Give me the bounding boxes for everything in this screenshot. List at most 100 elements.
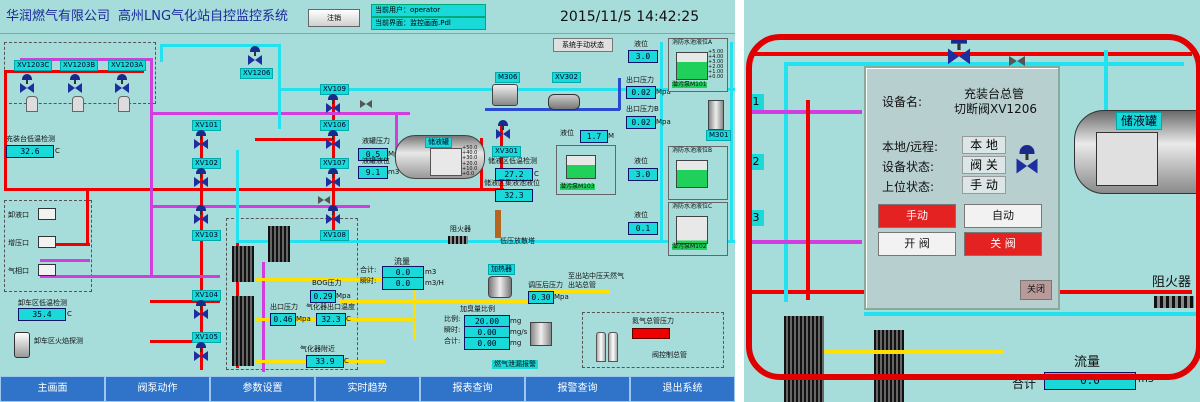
- pool-b-out-label: 出口压力B: [626, 105, 659, 113]
- valve-tag-xv1203c: XV1203C: [14, 60, 53, 71]
- truck-icon-1: [38, 208, 56, 220]
- pool-scale-0: +5.00: [708, 49, 724, 55]
- dialog-close-button[interactable]: 关闭: [1020, 280, 1052, 300]
- current-user-value: operator: [410, 6, 441, 14]
- nav-valve-pump[interactable]: 阀泵动作: [105, 376, 210, 402]
- local-remote-label: 本地/远程:: [882, 140, 939, 154]
- valve-xv103-top[interactable]: [194, 205, 208, 225]
- pump-103-label: 潜污泵M103: [560, 183, 595, 190]
- nitrogen-value-bar: [632, 328, 670, 339]
- flame-arrester-label: 阻火器: [450, 225, 471, 233]
- manual-button[interactable]: 手动: [878, 204, 956, 228]
- system-manual-state-button[interactable]: 系统手动状态: [553, 38, 613, 52]
- flow-instant-label: 瞬时:: [360, 277, 377, 285]
- entry-unload: 卸液口: [8, 211, 29, 219]
- valve-tag-xv108: XV108: [320, 230, 349, 241]
- liquid-level-1-unit: M: [608, 132, 615, 140]
- vent-stack-icon: [495, 210, 501, 238]
- valve-tag-m306: M306: [495, 72, 521, 83]
- nav-trend[interactable]: 实时趋势: [315, 376, 420, 402]
- valve-xv108-top[interactable]: [326, 205, 340, 225]
- tank-scale-2: +30.0: [462, 155, 478, 162]
- zoom-exchanger-1: [784, 316, 824, 402]
- nav-alarm[interactable]: 报警查询: [525, 376, 630, 402]
- valve-xv1203a[interactable]: [115, 74, 129, 94]
- open-valve-button[interactable]: 开 阀: [878, 232, 956, 256]
- low-vent-label: 低压放散塔: [500, 237, 535, 245]
- nav-params[interactable]: 参数设置: [210, 376, 315, 402]
- pool-a-out-label: 出口压力: [626, 76, 654, 84]
- valve-xv102[interactable]: [194, 168, 208, 188]
- nav-exit[interactable]: 退出系统: [630, 376, 735, 402]
- manual-button-label: 手动: [906, 209, 928, 222]
- flow-title: 流量: [394, 257, 410, 266]
- open-valve-button-label: 开 阀: [904, 237, 930, 250]
- valve-xv109[interactable]: [326, 94, 340, 114]
- zoom-left-number-3-text: 3: [752, 211, 760, 224]
- tank-pressure-label: 液罐压力: [362, 137, 390, 145]
- valve-xv105[interactable]: [194, 342, 208, 362]
- valve-xv104[interactable]: [194, 300, 208, 320]
- tank-scale: +50.0 +40.0 +30.0 +20.0 +10.0 +0.0: [462, 145, 478, 177]
- hand-valve-1[interactable]: [360, 100, 372, 108]
- pump-m301[interactable]: [708, 100, 724, 130]
- pool-b-level-label: 液位: [634, 157, 648, 165]
- tank-level-value: 9.1: [358, 166, 388, 179]
- pool-b-out-value: 0.02: [626, 116, 656, 129]
- valve-control-dialog: 设备名: 充装台总管 切断阀XV1206 本地/远程: 本 地 设备状态: 阀 …: [864, 66, 1060, 310]
- zoom-pipe-red-top: [752, 52, 1192, 56]
- valve-xv101[interactable]: [194, 130, 208, 150]
- flame-detector-label: 卸车区火焰探测: [34, 337, 83, 345]
- current-user-box: 当前用户：operator: [371, 4, 486, 17]
- pump-m306[interactable]: [492, 84, 518, 106]
- auto-button-label: 自动: [992, 209, 1014, 222]
- current-screen-box: 当前界面：监控画面.Pdl: [371, 17, 486, 30]
- fire-pool-c-title: 消防水池液位C: [672, 203, 713, 210]
- entry-gas: 气相口: [8, 267, 29, 275]
- zoom-flow-title: 流量: [1074, 355, 1101, 370]
- odorant-ratio-label: 比例:: [444, 315, 461, 323]
- valve-xv107[interactable]: [326, 168, 340, 188]
- device-state-value-box: 阀 关: [962, 156, 1006, 174]
- valve-tag-xv1203b: XV1203B: [60, 60, 99, 71]
- vaporizer-2: [268, 226, 290, 262]
- pipe-yellow-3: [413, 278, 416, 340]
- valve-tag-xv104: XV104: [192, 290, 221, 301]
- zoom-hand-valve: [1009, 56, 1025, 66]
- valve-tag-xv1206: XV1206: [240, 68, 274, 79]
- valve-xv301[interactable]: [496, 120, 510, 140]
- pipe-yellow-1: [255, 278, 415, 281]
- valve-tag-xv102: XV102: [192, 158, 221, 169]
- gas-temp-value: 33.9: [306, 355, 344, 368]
- nav-report[interactable]: 报表查询: [420, 376, 525, 402]
- dialog-valve-icon: [1016, 145, 1038, 175]
- nav-trend-label: 实时趋势: [347, 383, 388, 394]
- zoom-flame-arrester-label: 阻火器: [1152, 275, 1192, 290]
- pool-scale-4: +1.00: [708, 69, 724, 75]
- valve-xv302[interactable]: [548, 94, 580, 110]
- close-valve-button[interactable]: 关 阀: [964, 232, 1042, 256]
- logout-button[interactable]: 注销: [308, 9, 360, 27]
- pipe-yellow-5: [530, 290, 610, 293]
- pipe-magenta-6: [395, 112, 398, 162]
- flow-total-label: 合计:: [360, 266, 377, 274]
- valve-xv1203b[interactable]: [68, 74, 82, 94]
- odorant-total-unit: mg: [510, 339, 522, 347]
- auto-button[interactable]: 自动: [964, 204, 1042, 228]
- valve-xv1206[interactable]: [248, 46, 262, 66]
- device-state-label: 设备状态:: [882, 160, 935, 174]
- current-user-label: 当前用户：: [375, 6, 410, 14]
- nav-exit-label: 退出系统: [662, 383, 703, 394]
- tank-pressure-value: 0.5: [358, 148, 388, 161]
- unload-temp-unit: C: [55, 147, 60, 155]
- booster-pressure-value: 0.30: [528, 291, 554, 304]
- pipe-red-9: [150, 300, 220, 303]
- pipe-cyan-2: [160, 44, 280, 47]
- hand-valve-2[interactable]: [318, 196, 330, 204]
- fire-pool-a-fill: [676, 52, 708, 80]
- valve-xv106[interactable]: [326, 130, 340, 150]
- heater-label: 加热器: [488, 264, 515, 275]
- valve-xv1203c[interactable]: [20, 74, 34, 94]
- entry-boost: 增压口: [8, 239, 29, 247]
- nav-main[interactable]: 主画面: [0, 376, 105, 402]
